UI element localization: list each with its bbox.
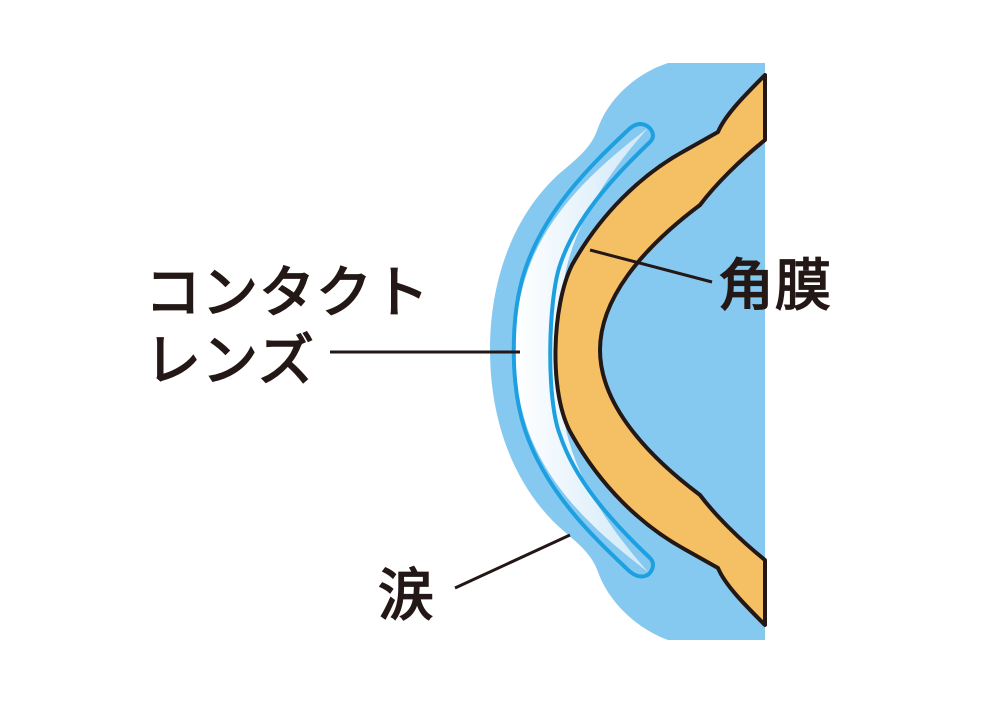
contact-lens-body [514,128,648,572]
tears-leader-line [454,533,571,590]
cornea-layer [553,73,767,627]
contact-lens-label-line1: コンタクト [145,261,430,326]
cornea-label: 角膜 [718,254,832,319]
contact-lens-outline [511,121,655,579]
contact-lens-label-line2: レンズ [145,329,315,394]
tears-label: 涙 [378,564,435,629]
cornea-leader-line [589,248,713,284]
